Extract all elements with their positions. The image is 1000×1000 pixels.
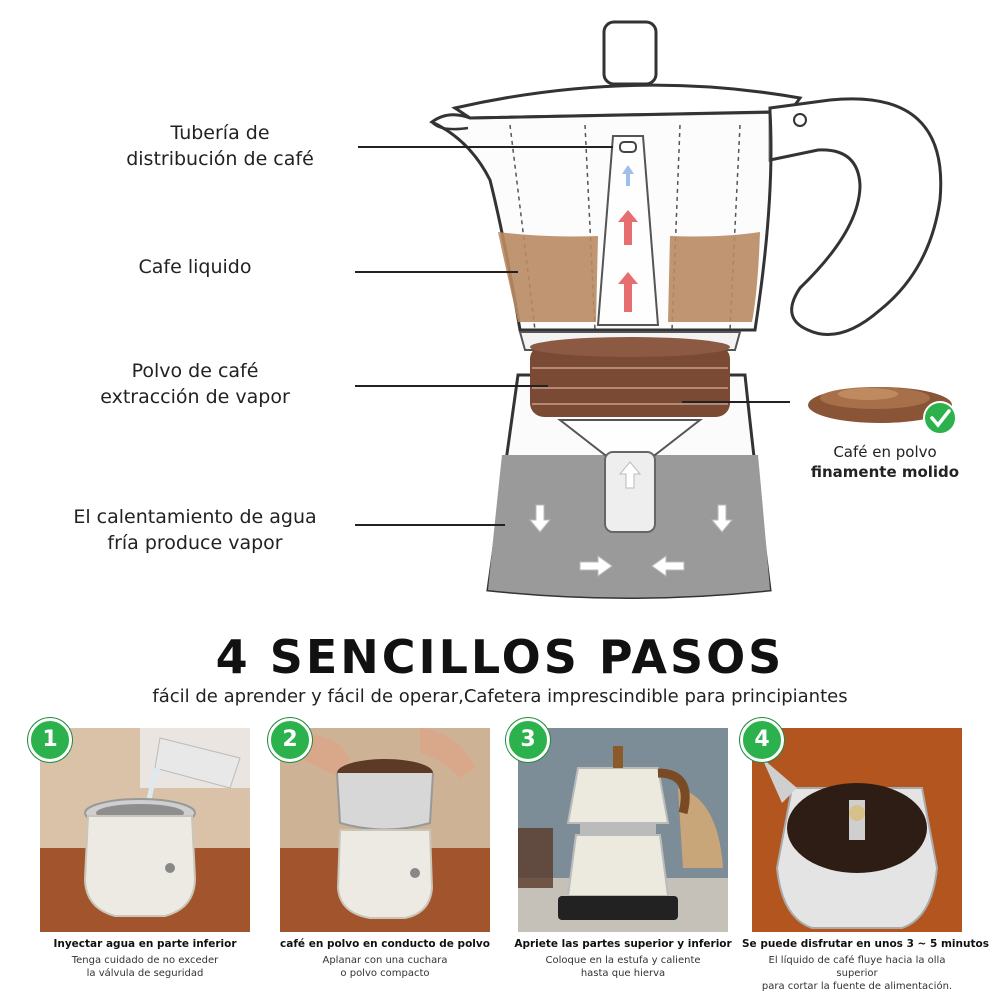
- page-title: 4 SENCILLOS PASOS: [215, 630, 785, 684]
- label-liquid-text: Cafe liquido: [138, 256, 252, 278]
- step-1-desc-line2: la válvula de seguridad: [86, 968, 204, 979]
- coffee-powder-basket: [530, 337, 730, 417]
- check-icon: [923, 401, 957, 435]
- water-flow-arrows: [528, 461, 734, 577]
- label-powder: Polvo de café extracción de vapor: [60, 358, 330, 410]
- liquid-coffee-left: [498, 232, 598, 322]
- step-2-photo: [280, 728, 490, 932]
- step-1-badge: 1: [28, 718, 72, 762]
- label-powder-line1: Polvo de café: [131, 360, 259, 382]
- label-ground-line2: finamente molido: [810, 463, 960, 481]
- pot-lid: [451, 83, 803, 120]
- step-4: 4 Se puede disfrutar en unos 3 ~ 5 minut…: [740, 718, 989, 1000]
- label-pipe: Tubería de distribución de café: [80, 120, 360, 172]
- step-1: 1 Inyectar agua en parte inferior Tenga …: [28, 718, 250, 1000]
- steps-row: 1 Inyectar agua en parte inferior Tenga …: [28, 718, 989, 1000]
- step-2-desc-line1: Aplanar con una cuchara: [322, 955, 448, 966]
- step-3: 3 Apriete las partes superior y inferior…: [506, 718, 732, 1000]
- pot-handle: [768, 97, 943, 336]
- step-2-badge: 2: [268, 718, 312, 762]
- label-ground-line1: Café en polvo: [833, 443, 937, 461]
- label-pipe-line2: distribución de café: [126, 148, 314, 170]
- liquid-coffee-right: [668, 232, 760, 322]
- step-3-photo: [518, 728, 728, 932]
- step-2-desc: Aplanar con una cuchara o polvo compacto: [275, 954, 495, 980]
- steam-up-arrows: [618, 165, 638, 312]
- label-water: El calentamiento de agua fría produce va…: [40, 504, 350, 556]
- step-4-title: Se puede disfrutar en unos 3 ~ 5 minutos: [742, 938, 989, 950]
- step-1-title: Inyectar agua en parte inferior: [53, 938, 237, 950]
- lid-knob: [602, 20, 658, 86]
- step-3-desc: Coloque en la estufa y caliente hasta qu…: [513, 954, 733, 980]
- step-4-desc-line2: para cortar la fuente de alimentación.: [761, 981, 953, 992]
- step-2: 2 café en polvo en conducto de polvo Apl…: [268, 718, 490, 1000]
- step-4-badge: 4: [740, 718, 784, 762]
- step-4-photo: [752, 728, 962, 932]
- label-powder-line2: extracción de vapor: [100, 386, 290, 408]
- step-2-desc-line2: o polvo compacto: [340, 968, 430, 979]
- step-1-photo: [40, 728, 250, 932]
- funnel: [557, 419, 703, 456]
- label-liquid: Cafe liquido: [60, 254, 330, 280]
- step-3-desc-line2: hasta que hierva: [580, 968, 666, 979]
- label-pipe-line1: Tubería de: [170, 122, 270, 144]
- step-3-title: Apriete las partes superior y inferior: [514, 938, 732, 950]
- moka-pot-diagram: [355, 20, 957, 599]
- label-water-line2: fría produce vapor: [107, 532, 283, 554]
- label-ground-coffee: Café en polvo finamente molido: [790, 442, 980, 482]
- ground-coffee-pile: [808, 387, 952, 423]
- leader-lines: [355, 146, 790, 526]
- step-3-desc-line1: Coloque en la estufa y caliente: [545, 955, 701, 966]
- label-water-line1: El calentamiento de agua: [73, 506, 317, 528]
- page-subtitle: fácil de aprender y fácil de operar,Cafe…: [152, 686, 848, 707]
- step-4-desc: El líquido de café fluye hacia la olla s…: [747, 954, 967, 993]
- step-4-desc-line1: El líquido de café fluye hacia la olla s…: [768, 955, 946, 979]
- step-3-badge: 3: [506, 718, 550, 762]
- step-2-title: café en polvo en conducto de polvo: [280, 938, 490, 950]
- step-1-desc: Tenga cuidado de no exceder la válvula d…: [35, 954, 255, 980]
- step-1-desc-line1: Tenga cuidado de no exceder: [71, 955, 219, 966]
